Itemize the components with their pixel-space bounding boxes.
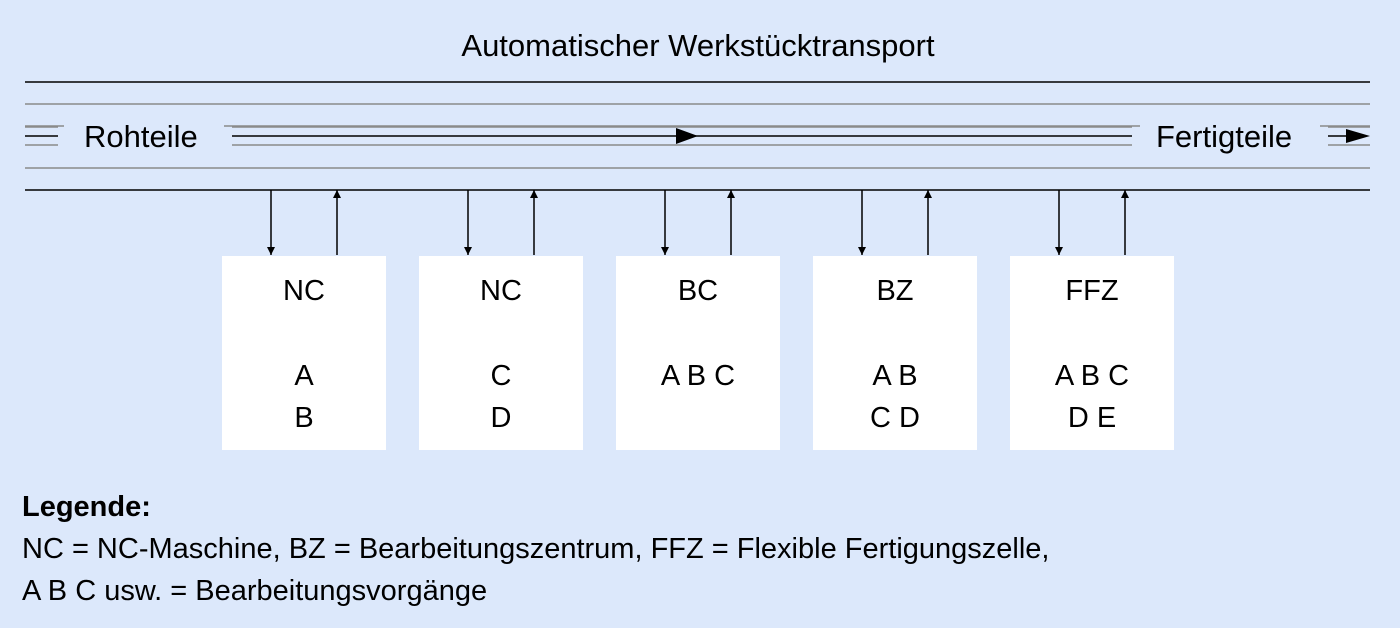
machine-operations: C D	[870, 402, 920, 434]
diagram-title: Automatischer Werkstücktransport	[461, 28, 935, 63]
output-label: Fertigteile	[1156, 119, 1292, 154]
machine-station: NC C D	[419, 190, 583, 450]
input-label-bg	[64, 114, 224, 158]
machine-operations: A B C	[1055, 360, 1129, 392]
legend: Legende: NC = NC-Maschine, BZ = Bearbeit…	[22, 486, 1382, 612]
machine-box	[813, 256, 977, 450]
machine-operations: C	[491, 360, 512, 392]
conveyor-belt	[25, 81, 1370, 191]
machine-type: BC	[678, 275, 718, 307]
machine-station: NC A B	[222, 190, 386, 450]
machine-operations: D	[491, 402, 512, 434]
machine-type: FFZ	[1065, 275, 1118, 307]
machine-box	[222, 256, 386, 450]
machine-type: NC	[480, 275, 522, 307]
machine-station: BC A B C	[616, 190, 780, 450]
machine-type: BZ	[876, 275, 913, 307]
machine-type: NC	[283, 275, 325, 307]
machine-station: BZ A B C D	[813, 190, 977, 450]
legend-line: NC = NC-Maschine, BZ = Bearbeitungszentr…	[22, 533, 1050, 565]
output-arrow	[1346, 129, 1370, 143]
flow-direction-arrow	[676, 128, 698, 144]
machine-operations: A B	[872, 360, 917, 392]
legend-line: A B C usw. = Bearbeitungsvorgänge	[22, 575, 488, 607]
machine-operations: A	[294, 360, 314, 392]
input-label: Rohteile	[84, 119, 198, 154]
output-label-bg	[1140, 114, 1320, 158]
legend-title: Legende:	[22, 491, 151, 523]
machine-station: FFZ A B C D E	[1010, 190, 1174, 450]
machine-operations: D E	[1068, 402, 1116, 434]
machine-operations: B	[294, 402, 313, 434]
machine-box	[1010, 256, 1174, 450]
machine-box	[616, 256, 780, 450]
machine-box	[419, 256, 583, 450]
machine-operations: A B C	[661, 360, 735, 392]
